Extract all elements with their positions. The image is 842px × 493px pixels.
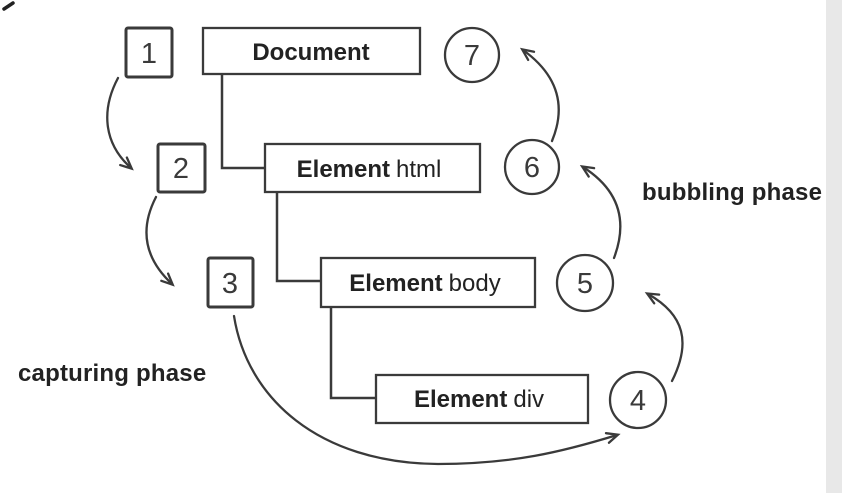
bubble-step-5-circle — [555, 253, 615, 313]
bubbling-phase-label: bubbling phase — [642, 179, 822, 206]
node-document: Document — [201, 26, 422, 76]
bubble-step-4-circle — [608, 370, 668, 430]
bubble-step-6-number: 6 — [524, 152, 540, 184]
connector-document-html — [220, 74, 264, 170]
capture-step-1-number: 1 — [141, 38, 157, 70]
bubble-step-6-circle — [503, 138, 561, 196]
node-element-div-box — [374, 373, 590, 425]
capture-step-2-square — [156, 142, 207, 194]
capturing-phase-label: capturing phase — [18, 360, 206, 387]
capture-step-3-square — [206, 256, 255, 309]
capture-step-3-number: 3 — [222, 268, 238, 300]
arrow-step5-to-step6 — [579, 164, 622, 260]
page-edge-strip — [826, 0, 842, 493]
arrow-step3-to-step4 — [232, 314, 621, 466]
arrow-step2-to-step3 — [145, 195, 175, 287]
node-element-html-box — [263, 142, 482, 194]
node-document-box — [201, 26, 422, 76]
arrow-step4-to-step5 — [644, 292, 684, 383]
arrow-step6-to-step7 — [519, 47, 560, 143]
bubble-step-7-number: 7 — [464, 40, 480, 72]
bubble-step-6: 6 — [503, 138, 561, 196]
node-document-label: Document — [252, 39, 369, 66]
connector-body-div — [329, 307, 375, 400]
capture-step-1: 1 — [124, 26, 174, 79]
bubble-step-5: 5 — [555, 253, 615, 313]
node-element-body-box — [319, 256, 537, 309]
capture-step-2: 2 — [156, 142, 207, 194]
arrow-step1-to-step2 — [106, 76, 134, 171]
bubble-step-4: 4 — [608, 370, 668, 430]
bubble-step-7-circle — [443, 26, 501, 84]
bubble-step-7: 7 — [443, 26, 501, 84]
corner-artifact-mark — [2, 1, 15, 11]
connector-html-body — [275, 192, 320, 283]
capture-step-3: 3 — [206, 256, 255, 309]
bubble-step-5-number: 5 — [577, 268, 593, 300]
bubble-step-4-number: 4 — [630, 385, 646, 417]
capture-step-2-number: 2 — [173, 153, 189, 185]
capture-step-1-square — [124, 26, 174, 79]
